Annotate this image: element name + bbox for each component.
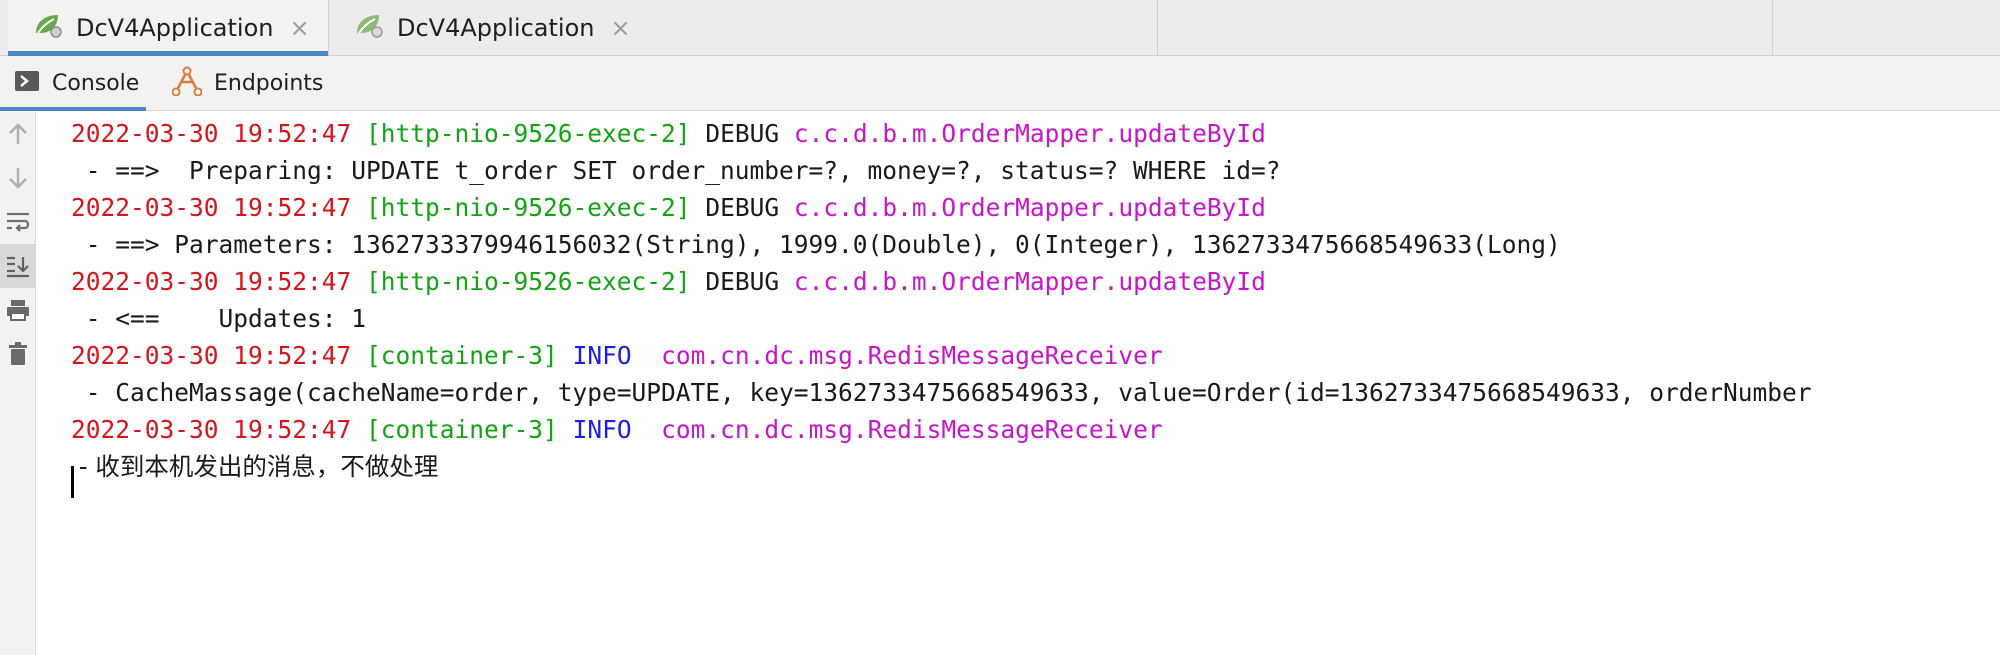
console-toolbar: Console Endpoints — [0, 56, 2000, 111]
log-thread: [container-3] — [366, 415, 558, 444]
log-header-line: 2022-03-30 19:52:47 [container-3] INFO c… — [71, 337, 1163, 375]
log-message-line: - CacheMassage(cacheName=order, type=UPD… — [71, 378, 1812, 407]
log-timestamp: 2022-03-30 19:52:47 — [71, 415, 352, 444]
run-tab-label: DcV4Application — [76, 14, 274, 42]
close-icon[interactable]: × — [289, 14, 310, 42]
tab-separator — [1157, 0, 1158, 56]
tab-endpoints[interactable]: Endpoints — [160, 56, 340, 111]
console-action-gutter — [0, 112, 36, 655]
log-message-line: - ==> Preparing: UPDATE t_order SET orde… — [71, 156, 1281, 185]
endpoints-icon — [171, 66, 203, 102]
console-icon — [14, 69, 40, 99]
tab-console-label: Console — [52, 71, 140, 96]
tab-separator — [1772, 0, 1773, 56]
log-message-line: - 收到本机发出的消息，不做处理 — [71, 452, 439, 481]
log-logger: c.c.d.b.m.OrderMapper.updateById — [793, 119, 1266, 148]
tab-endpoints-label: Endpoints — [214, 71, 324, 96]
spring-boot-app-icon — [353, 11, 385, 45]
log-thread: [http-nio-9526-exec-2] — [366, 193, 691, 222]
log-logger: com.cn.dc.msg.RedisMessageReceiver — [661, 415, 1163, 444]
down-arrow-icon[interactable] — [0, 156, 36, 200]
log-timestamp: 2022-03-30 19:52:47 — [71, 119, 352, 148]
log-header-line: 2022-03-30 19:52:47 [http-nio-9526-exec-… — [71, 263, 1266, 301]
log-logger: c.c.d.b.m.OrderMapper.updateById — [793, 267, 1266, 296]
log-level: INFO — [572, 341, 647, 370]
close-icon[interactable]: × — [610, 14, 631, 42]
log-level: DEBUG — [705, 267, 780, 296]
log-timestamp: 2022-03-30 19:52:47 — [71, 193, 352, 222]
log-header-line: 2022-03-30 19:52:47 [container-3] INFO c… — [71, 411, 1163, 449]
log-message-line: - <== Updates: 1 — [71, 304, 367, 333]
up-arrow-icon[interactable] — [0, 112, 36, 156]
log-level: DEBUG — [705, 119, 780, 148]
log-header-line: 2022-03-30 19:52:47 [http-nio-9526-exec-… — [71, 115, 1266, 153]
tab-separator — [328, 0, 329, 56]
log-logger: c.c.d.b.m.OrderMapper.updateById — [793, 193, 1266, 222]
print-icon[interactable] — [0, 288, 36, 332]
run-tab-dcv4application-2[interactable]: DcV4Application × — [329, 0, 649, 56]
run-tab-dcv4application-1[interactable]: DcV4Application × — [8, 0, 328, 56]
log-thread: [http-nio-9526-exec-2] — [366, 119, 691, 148]
log-thread: [container-3] — [366, 341, 558, 370]
run-tab-label: DcV4Application — [397, 14, 595, 42]
log-thread: [http-nio-9526-exec-2] — [366, 267, 691, 296]
trash-icon[interactable] — [0, 332, 36, 376]
log-timestamp: 2022-03-30 19:52:47 — [71, 341, 352, 370]
log-level: DEBUG — [705, 193, 780, 222]
log-logger: com.cn.dc.msg.RedisMessageReceiver — [661, 341, 1163, 370]
log-header-line: 2022-03-30 19:52:47 [http-nio-9526-exec-… — [71, 189, 1266, 227]
scroll-to-end-icon[interactable] — [0, 244, 36, 288]
log-level: INFO — [572, 415, 647, 444]
log-timestamp: 2022-03-30 19:52:47 — [71, 267, 352, 296]
soft-wrap-icon[interactable] — [0, 200, 36, 244]
spring-boot-app-icon — [32, 11, 64, 45]
run-tab-bar: DcV4Application × DcV4Application × — [0, 0, 2000, 56]
text-caret — [71, 466, 74, 498]
console-output[interactable]: 2022-03-30 19:52:47 [http-nio-9526-exec-… — [37, 112, 2000, 655]
log-message-line: - ==> Parameters: 1362733379946156032(St… — [71, 230, 1561, 259]
tab-console[interactable]: Console — [0, 56, 146, 111]
